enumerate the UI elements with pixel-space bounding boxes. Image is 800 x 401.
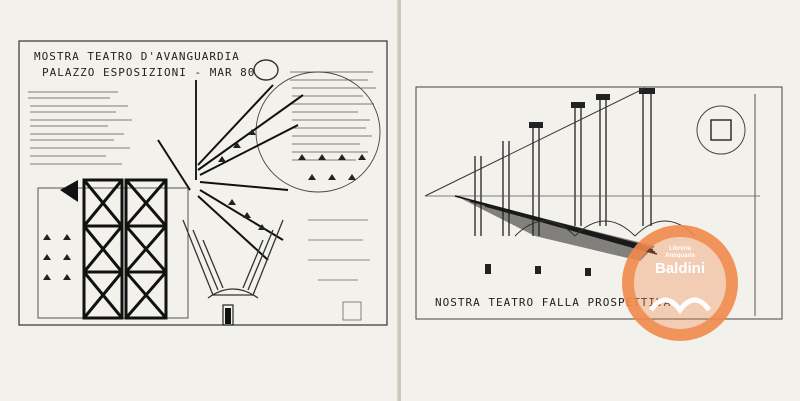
notes-right	[290, 71, 376, 161]
right-page: NOSTRA TEATRO FALLA PROSPETTIVA	[401, 0, 800, 401]
stamp-svg	[622, 225, 738, 341]
bookseller-stamp: Libreria Antiquaria Baldini	[621, 224, 739, 342]
fan-rays	[157, 84, 304, 261]
right-caption: NOSTRA TEATRO FALLA PROSPETTIVA	[435, 296, 671, 309]
right-sketch-svg: NOSTRA TEATRO FALLA PROSPETTIVA	[415, 86, 783, 320]
truss-right	[124, 178, 168, 320]
truss-left	[82, 178, 124, 320]
left-sketch-svg: MOSTRA TEATRO D'AVANGUARDIA PALAZZO ESPO…	[18, 40, 388, 326]
seat-marks	[43, 129, 366, 280]
stamp-line1: Libreria	[668, 246, 691, 252]
capitals	[529, 88, 655, 128]
left-title-line1: MOSTRA TEATRO D'AVANGUARDIA	[34, 50, 240, 63]
stamp-line2: Antiquaria	[665, 253, 695, 259]
funnel	[182, 219, 284, 326]
figures	[485, 264, 591, 276]
book-gutter	[397, 0, 403, 401]
notes-left	[28, 91, 132, 165]
right-sketch: NOSTRA TEATRO FALLA PROSPETTIVA	[415, 86, 785, 322]
stamp-name: Baldini	[654, 260, 705, 277]
scribbles	[308, 219, 370, 321]
left-page: MOSTRA TEATRO D'AVANGUARDIA PALAZZO ESPO…	[0, 0, 399, 401]
left-sketch: MOSTRA TEATRO D'AVANGUARDIA PALAZZO ESPO…	[18, 40, 390, 328]
left-title-line2: PALAZZO ESPOSIZIONI - MAR 80	[42, 66, 255, 79]
